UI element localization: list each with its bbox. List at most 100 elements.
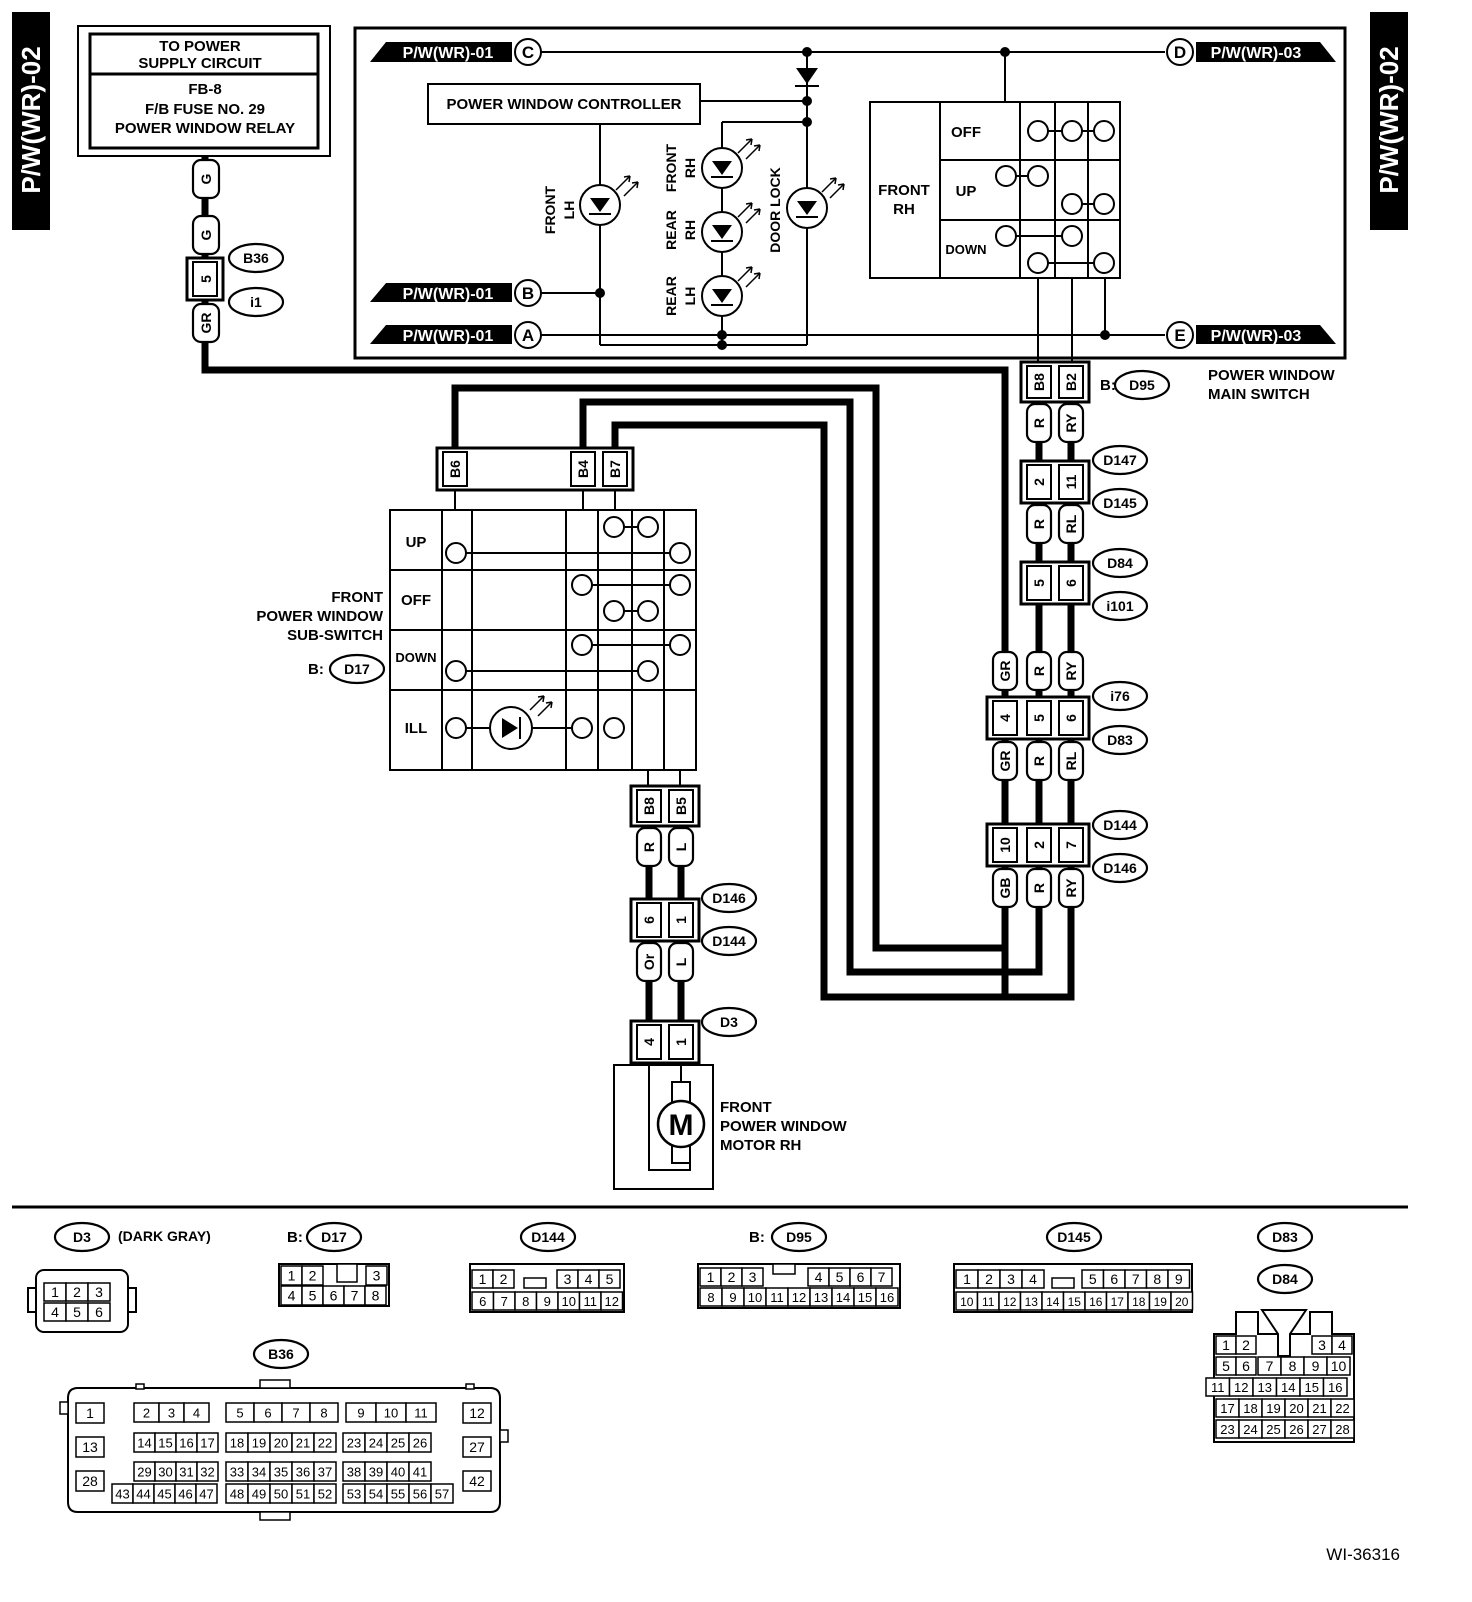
connector-pin: 16	[1089, 1295, 1103, 1309]
connector-pin: 4	[815, 1269, 823, 1285]
connector-pin: 3	[1007, 1271, 1015, 1287]
connector-pin: 26	[1289, 1422, 1303, 1437]
connector-pin: 15	[158, 1436, 172, 1451]
connector-pin: 20	[1289, 1401, 1303, 1416]
side-tab-left: P/W(WR)-02	[16, 46, 46, 193]
side-tab-right: P/W(WR)-02	[1374, 46, 1404, 193]
svg-text:GR: GR	[997, 661, 1013, 682]
svg-text:i76: i76	[1110, 688, 1130, 704]
connector-pin: 11	[414, 1406, 428, 1421]
connector-pin: 28	[82, 1473, 98, 1489]
connector-pin: 15	[1068, 1295, 1082, 1309]
connector-pin: 41	[413, 1465, 427, 1480]
right-harness: R RY 2 11 D147 D145 R RL 5 6 D84 i101 GR…	[451, 384, 1149, 1001]
svg-text:P/W(WR)-01: P/W(WR)-01	[403, 328, 494, 345]
svg-text:B2: B2	[1063, 373, 1079, 391]
svg-text:R: R	[1031, 666, 1047, 676]
connector-pin: 12	[792, 1290, 806, 1305]
connector-pin: 7	[292, 1406, 299, 1421]
svg-text:RL: RL	[1063, 751, 1079, 770]
connector-pin: 29	[137, 1465, 151, 1480]
connector-pin: 17	[1220, 1401, 1234, 1416]
connector-pin: 15	[1305, 1380, 1319, 1395]
connector-pin: 8	[1289, 1358, 1297, 1374]
connector-pin: 45	[157, 1487, 171, 1502]
svg-text:D147: D147	[1103, 452, 1137, 468]
svg-text:i1: i1	[250, 294, 262, 310]
connector-pin: 39	[369, 1465, 383, 1480]
svg-text:D83: D83	[1272, 1229, 1298, 1245]
connector-pin: 36	[296, 1465, 310, 1480]
connector-pin: 18	[1132, 1295, 1146, 1309]
connector-pin: 9	[729, 1290, 736, 1305]
connector-pin: 16	[1328, 1380, 1342, 1395]
connector-pin: 1	[51, 1284, 59, 1300]
svg-text:TO POWER: TO POWER	[159, 38, 241, 55]
connector-pin: 49	[252, 1487, 266, 1502]
connector-pin: 11	[584, 1294, 598, 1309]
connector-pin: 22	[318, 1436, 332, 1451]
connector-pin: 44	[136, 1487, 150, 1502]
svg-text:R: R	[1031, 756, 1047, 766]
svg-text:GB: GB	[997, 878, 1013, 899]
connector-pin: 8	[522, 1294, 529, 1309]
svg-text:R: R	[1031, 519, 1047, 529]
connector-pin: 2	[143, 1406, 150, 1421]
connector-pin: 47	[199, 1487, 213, 1502]
motor-harness: R L 6 1 D146 D144 Or L 4 1 D3 M FRONT PO…	[613, 826, 847, 1190]
svg-text:RY: RY	[1063, 413, 1079, 433]
connector-pin: 4	[288, 1288, 296, 1304]
connector-pin: 32	[200, 1465, 214, 1480]
svg-text:D146: D146	[712, 890, 746, 906]
svg-text:B:: B:	[287, 1229, 303, 1246]
connector-pin: 40	[391, 1465, 405, 1480]
connector-pin: 14	[1281, 1380, 1295, 1395]
connector-pin: 5	[236, 1406, 243, 1421]
connector-pin: 14	[1046, 1295, 1060, 1309]
connector-pin: 6	[857, 1269, 865, 1285]
connector-pin: 3	[564, 1271, 572, 1287]
svg-text:POWER WINDOW RELAY: POWER WINDOW RELAY	[115, 120, 295, 137]
connector-pin: 13	[1258, 1380, 1272, 1395]
svg-text:6: 6	[1063, 714, 1079, 722]
svg-text:FRONT: FRONT	[663, 143, 679, 192]
svg-text:MOTOR RH: MOTOR RH	[720, 1137, 801, 1154]
svg-text:B: B	[522, 284, 534, 303]
connector-pin: 50	[274, 1487, 288, 1502]
connector-pin: 2	[309, 1268, 317, 1284]
svg-text:D17: D17	[321, 1229, 347, 1245]
connector-pin: 2	[985, 1271, 993, 1287]
connector-pin: 46	[178, 1487, 192, 1502]
svg-text:RH: RH	[682, 220, 698, 240]
connector-pin: 7	[1266, 1358, 1274, 1374]
svg-text:D146: D146	[1103, 860, 1137, 876]
svg-text:RH: RH	[682, 158, 698, 178]
connector-pin: 1	[479, 1271, 487, 1287]
svg-text:B7: B7	[607, 460, 623, 478]
connector-pin: 1	[86, 1405, 94, 1421]
connector-pin: 6	[264, 1406, 271, 1421]
connector-pin: 55	[391, 1487, 405, 1502]
connector-pin: 13	[1025, 1295, 1039, 1309]
svg-text:6: 6	[1063, 579, 1079, 587]
connector-pin: 20	[1175, 1295, 1189, 1309]
connector-pin: 12	[1234, 1380, 1248, 1395]
connector-pin: 18	[230, 1436, 244, 1451]
svg-text:1: 1	[673, 1038, 689, 1046]
svg-text:RY: RY	[1063, 661, 1079, 681]
svg-text:RL: RL	[1063, 514, 1079, 533]
connector-pin: 22	[1335, 1401, 1349, 1416]
svg-text:REAR: REAR	[663, 210, 679, 250]
connector-pin: 35	[274, 1465, 288, 1480]
svg-text:RH: RH	[893, 201, 915, 218]
connector-pin: 6	[95, 1304, 103, 1320]
svg-text:B8: B8	[1031, 373, 1047, 391]
svg-text:D: D	[1174, 43, 1186, 62]
svg-text:1: 1	[673, 916, 689, 924]
svg-text:10: 10	[997, 837, 1013, 853]
connector-pin: 31	[179, 1465, 193, 1480]
connector-pin: 24	[1243, 1422, 1257, 1437]
connector-pin: 9	[357, 1406, 364, 1421]
svg-text:GR: GR	[198, 313, 214, 334]
svg-text:R: R	[641, 842, 657, 852]
